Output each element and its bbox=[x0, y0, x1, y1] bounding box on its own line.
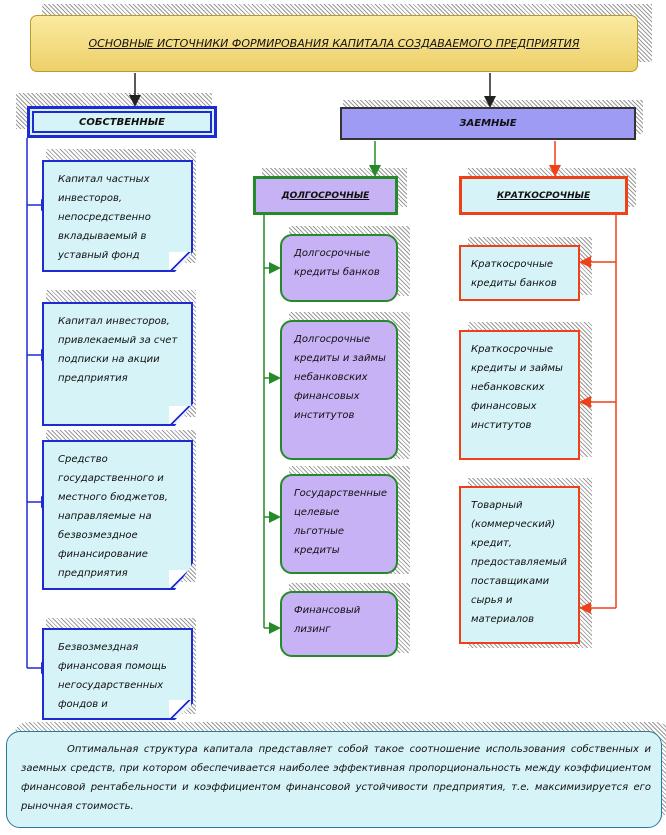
optimal-structure-text: Оптимальная структура капитала представл… bbox=[21, 744, 651, 812]
own-item-label: Безвозмездная финансовая помощь негосуда… bbox=[58, 642, 167, 710]
short-term-header: КРАТКОСРОЧНЫЕ bbox=[459, 176, 628, 215]
own-item-private-investors: Капитал частных инвесторов, непосредстве… bbox=[42, 160, 193, 272]
long-term-header: ДОЛГОСРОЧНЫЕ bbox=[253, 176, 398, 215]
short-item-bank-credits: Краткосрочные кредиты банков bbox=[459, 245, 580, 301]
own-item-label: Капитал инвесторов, привлекаемый за счет… bbox=[58, 316, 178, 384]
own-item-label: Капитал частных инвесторов, непосредстве… bbox=[58, 174, 151, 261]
own-capital-header: СОБСТВЕННЫЕ bbox=[27, 106, 217, 138]
own-item-label: Средство государственного и местного бюд… bbox=[58, 454, 168, 579]
short-item-nonbank-loans: Краткосрочные кредиты и займы небанковск… bbox=[459, 330, 580, 460]
own-item-share-subscription: Капитал инвесторов, привлекаемый за счет… bbox=[42, 302, 193, 426]
long-item-state-credits: Государственные целевые льготные кредиты bbox=[280, 474, 398, 574]
own-item-free-aid: Безвозмездная финансовая помощь негосуда… bbox=[42, 628, 193, 720]
own-item-state-budget: Средство государственного и местного бюд… bbox=[42, 440, 193, 590]
long-item-bank-credits: Долгосрочные кредиты банков bbox=[280, 234, 398, 302]
borrowed-capital-header: ЗАЕМНЫЕ bbox=[340, 107, 636, 140]
diagram-title: ОСНОВНЫЕ ИСТОЧНИКИ ФОРМИРОВАНИЯ КАПИТАЛА… bbox=[30, 15, 638, 72]
long-item-nonbank-loans: Долгосрочные кредиты и займы небанковски… bbox=[280, 320, 398, 460]
long-item-leasing: Финансовый лизинг bbox=[280, 591, 398, 657]
optimal-structure-note: Оптимальная структура капитала представл… bbox=[6, 731, 662, 828]
short-item-trade-credit: Товарный (коммерческий) кредит, предоста… bbox=[459, 486, 580, 644]
